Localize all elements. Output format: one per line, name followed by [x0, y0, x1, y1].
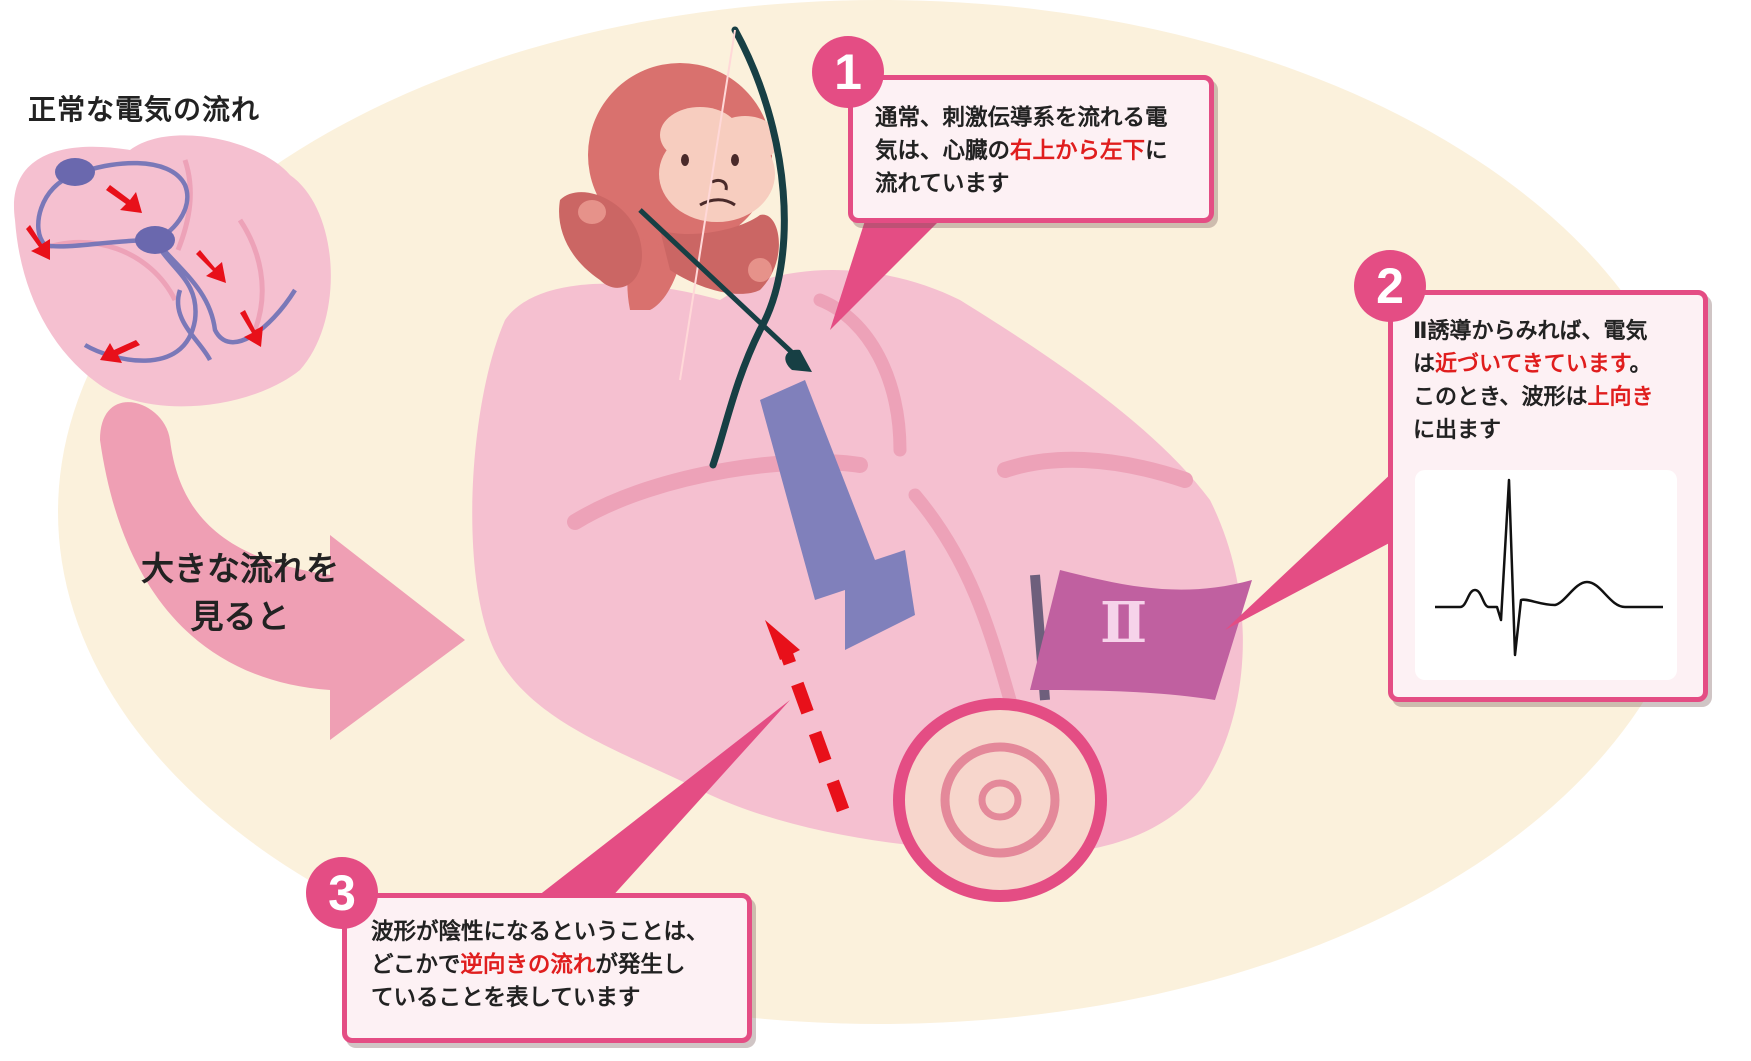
lead-ii-target	[893, 574, 1107, 902]
small-heart	[13, 135, 331, 407]
c1-line2-c: に	[1145, 138, 1168, 164]
c2-line2-a: は	[1413, 352, 1436, 377]
c2-line1: Ⅱ誘導からみれば、電気	[1413, 319, 1648, 344]
callout1-pointer	[830, 205, 955, 330]
callout-3-number: 3	[306, 857, 378, 929]
small-red-arrows	[26, 185, 263, 363]
bow	[709, 26, 788, 469]
av-node	[135, 226, 175, 254]
normal-flow-label: 正常な電気の流れ	[28, 93, 261, 126]
flag-label: Ⅱ	[1100, 590, 1148, 656]
callout-2: Ⅱ誘導からみれば、電気 は近づいてきています。 このとき、波形は上向き に出ます	[1388, 290, 1708, 702]
callout-3-text: 波形が陰性になるということは、 どこかで逆向きの流れが発生し ていることを表して…	[371, 916, 709, 1015]
c3-line1: 波形が陰性になるということは、	[371, 919, 709, 945]
c1-line2: 気は、心臓の右上から左下に	[875, 135, 1168, 168]
arrow-head	[785, 349, 812, 372]
c3-line2-a: どこかで	[371, 952, 461, 978]
reverse-flow-arrow	[765, 620, 850, 813]
monkey	[559, 63, 779, 310]
c1-line2-b: 右上から左下	[1010, 138, 1146, 164]
callout-1-text: 通常、刺激伝導系を流れる電 気は、心臓の右上から左下に 流れています	[875, 102, 1168, 201]
big-flow-label-line2: 見ると	[190, 597, 290, 636]
c2-line2-c: 。	[1629, 352, 1652, 377]
big-flow-label-line1: 大きな流れを	[141, 549, 339, 588]
callout-1: 通常、刺激伝導系を流れる電 気は、心臓の右上から左下に 流れています	[848, 75, 1214, 223]
callout-3: 波形が陰性になるということは、 どこかで逆向きの流れが発生し ていることを表して…	[342, 893, 752, 1043]
c2-line2-b: 近づいてきています	[1435, 352, 1630, 377]
c3-line2-c: が発生し	[595, 952, 686, 978]
c1-line1: 通常、刺激伝導系を流れる電	[875, 105, 1168, 131]
callout-1-number: 1	[812, 36, 884, 108]
c3-line2-b: 逆向きの流れ	[460, 952, 596, 978]
c2-line2: は近づいてきています。	[1413, 348, 1653, 381]
callout3-pointer	[520, 700, 790, 910]
purple-current-arrow	[760, 380, 915, 650]
lead-ii-flag	[1030, 570, 1252, 700]
callout-2-text: Ⅱ誘導からみれば、電気 は近づいてきています。 このとき、波形は上向き に出ます	[1413, 315, 1653, 447]
callout-2-number: 2	[1354, 250, 1426, 322]
bowstring	[679, 29, 736, 381]
c2-line3: このとき、波形は上向き	[1413, 381, 1653, 414]
c3-line3: ていることを表しています	[371, 985, 641, 1011]
big-flow-arrow	[100, 402, 465, 740]
ecg-waveform	[1435, 478, 1663, 657]
c2-line3-b: 上向き	[1587, 385, 1654, 410]
c3-line2: どこかで逆向きの流れが発生し	[371, 949, 709, 982]
c2-line3-a: このとき、波形は	[1413, 385, 1588, 410]
c2-line4: に出ます	[1413, 418, 1502, 443]
ecg-panel	[1415, 470, 1677, 680]
callout2-pointer	[1225, 470, 1395, 630]
c1-line2-a: 気は、心臓の	[875, 138, 1011, 164]
big-flow-label: 大きな流れを 見ると	[125, 545, 355, 641]
sa-node	[55, 158, 95, 186]
c1-line3: 流れています	[875, 171, 1010, 197]
arrow-shaft	[638, 208, 802, 362]
